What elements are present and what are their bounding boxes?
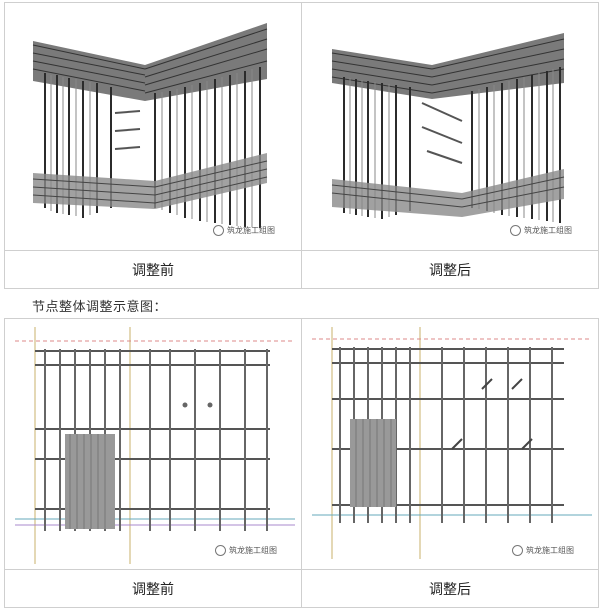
rebar-3d-before-drawing [32,23,268,228]
wechat-icon [512,545,523,556]
rebar-2d-before-drawing [15,327,295,564]
watermark: 筑龙施工组图 [512,545,574,556]
section-label: 节点整体调整示意图： [32,300,168,315]
comparison-table-2d: 筑龙施工组图 [4,318,599,608]
rebar-2d-after-drawing [312,327,592,559]
watermark: 筑龙施工组图 [510,225,572,236]
image-3d-after: 筑龙施工组图 [301,2,599,251]
caption-before: 调整前 [4,569,302,608]
caption-after: 调整后 [301,569,599,608]
caption-after: 调整后 [301,250,599,289]
wechat-icon [215,545,226,556]
comparison-table-3d: 筑龙施工组图 [4,2,599,289]
wechat-icon [510,225,521,236]
watermark: 筑龙施工组图 [215,545,277,556]
watermark: 筑龙施工组图 [213,225,275,236]
rebar-3d-after-drawing [331,33,565,223]
wechat-icon [213,225,224,236]
image-3d-before: 筑龙施工组图 [4,2,302,251]
caption-before: 调整前 [4,250,302,289]
image-2d-after: 筑龙施工组图 [301,318,599,570]
image-2d-before: 筑龙施工组图 [4,318,302,570]
